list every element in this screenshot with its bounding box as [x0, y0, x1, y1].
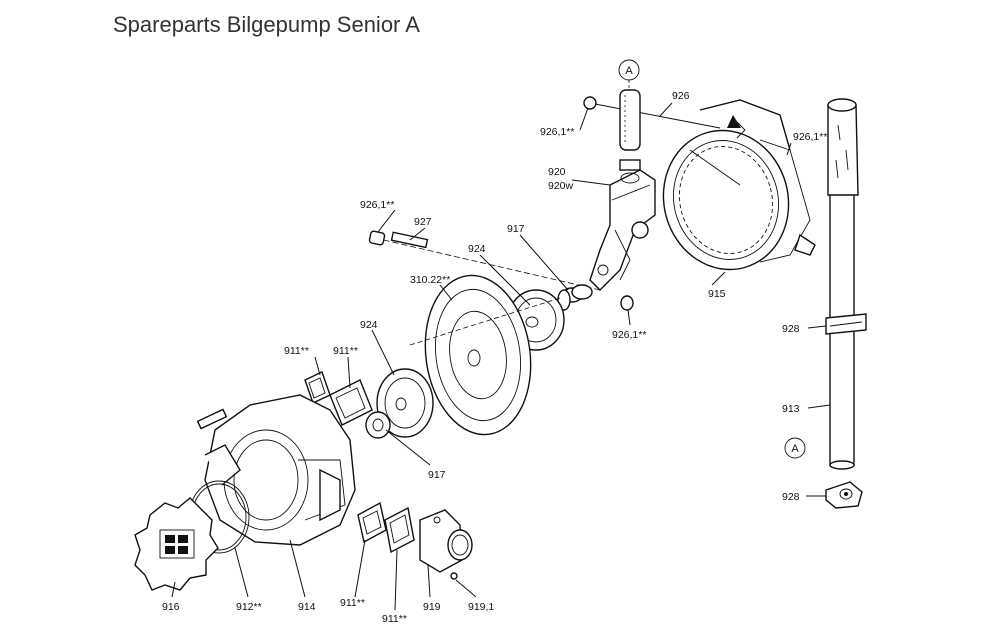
label-916: 916	[162, 601, 180, 613]
label-926-1-top: 926,1**	[540, 126, 574, 138]
part-labels: 926 926,1** 926,1** 920 920w 926,1** 927…	[162, 90, 827, 625]
label-928-bottom: 928	[782, 491, 800, 503]
label-919: 919	[423, 601, 441, 613]
part-928-clamp-detail	[825, 481, 863, 509]
label-926: 926	[672, 90, 690, 102]
label-924-top: 924	[468, 243, 486, 255]
label-926-1-right: 926,1**	[793, 131, 827, 143]
label-927: 927	[414, 216, 432, 228]
part-926-shaft	[583, 89, 721, 171]
part-911-valve-flap-a	[304, 371, 331, 404]
label-912: 912**	[236, 601, 262, 613]
label-911-c: 911**	[340, 597, 365, 609]
part-913-handle-tube	[827, 98, 859, 470]
label-914: 914	[298, 601, 316, 613]
part-928-tube-clamp	[825, 313, 867, 335]
label-911-a: 911**	[284, 345, 309, 357]
label-920: 920	[548, 166, 566, 178]
label-911-b: 911**	[333, 345, 358, 357]
label-917-top: 917	[507, 223, 525, 235]
part-920-lever	[589, 169, 656, 291]
label-915: 915	[708, 288, 726, 300]
label-920w: 920w	[548, 180, 574, 192]
detail-marker-a-bottom-label: A	[791, 443, 799, 455]
part-919-1-screw	[450, 572, 458, 580]
label-924-mid: 924	[360, 319, 378, 331]
page-title: Spareparts Bilgepump Senior A	[113, 12, 420, 37]
label-913: 913	[782, 403, 800, 415]
part-915-cylinder-ring	[662, 99, 816, 271]
detail-marker-a-bottom: A	[784, 437, 806, 459]
part-914-pump-housing	[196, 394, 356, 546]
label-926-1-mid: 926,1**	[612, 329, 646, 341]
part-911-valve-seat-d	[384, 506, 415, 554]
part-911-valve-flap-c	[357, 501, 387, 544]
part-917-bottom-coupling	[365, 411, 391, 439]
part-916-cover	[134, 497, 219, 591]
part-919-outlet	[419, 509, 473, 573]
part-927-bolt	[368, 230, 601, 291]
part-926-1-mid-nut	[620, 295, 634, 311]
part-924-mid-plate	[376, 368, 434, 438]
label-310-22: 310.22**	[410, 274, 450, 286]
label-911-d: 911**	[382, 613, 407, 625]
part-911-valve-seat-b	[329, 379, 373, 426]
leader-lines	[171, 102, 831, 611]
part-917-top-coupling	[557, 284, 593, 311]
part-310-22-diaphragm	[409, 274, 561, 436]
label-926-1-left: 926,1**	[360, 199, 394, 211]
detail-marker-a-top: A	[618, 59, 640, 92]
label-919-1: 919,1	[468, 601, 494, 613]
detail-marker-a-top-label: A	[625, 65, 633, 77]
label-928-top: 928	[782, 323, 800, 335]
label-917-bottom: 917	[428, 469, 446, 481]
